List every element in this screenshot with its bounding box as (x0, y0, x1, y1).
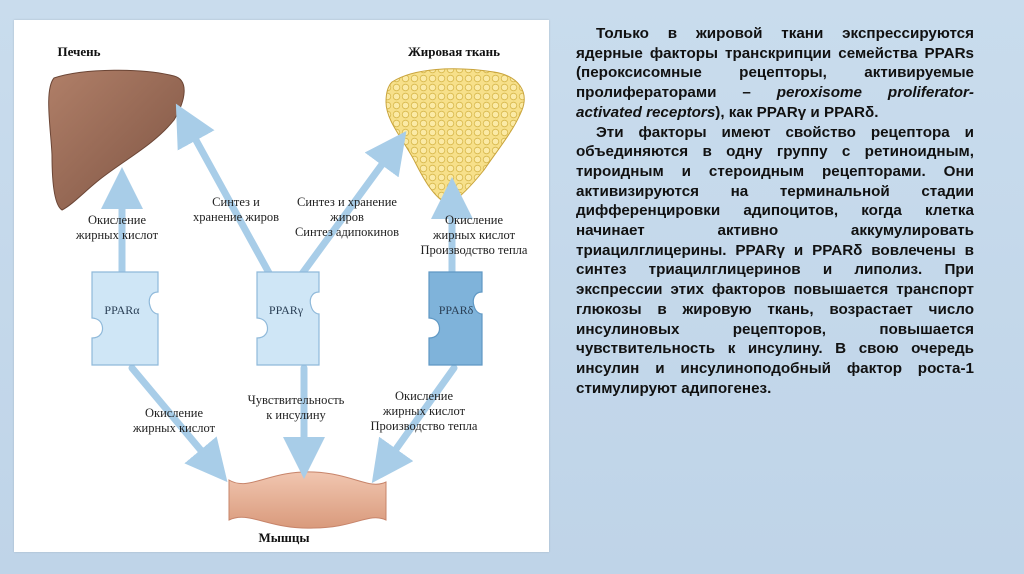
liver-title: Печень (57, 44, 100, 59)
arrow-gamma-liver (175, 103, 278, 286)
description-text: Только в жировой ткани экспрессируются я… (576, 24, 974, 398)
arrows-to-muscle (128, 364, 458, 484)
label-line: жирных кислот (432, 228, 516, 242)
label-gamma-to-liver: Синтез и хранение жиров (193, 195, 279, 224)
label-line: жиров (329, 210, 364, 224)
adipose-illustration (385, 68, 525, 206)
muscle-illustration (228, 471, 387, 529)
label-line: Окисление (445, 213, 504, 227)
label-line: Синтез и хранение (297, 195, 397, 209)
label-line: Окисление (145, 406, 204, 420)
ppar-gamma-label: PPARγ (269, 303, 304, 317)
ppar-delta-piece: PPARδ (428, 271, 483, 366)
muscle-title: Мышцы (258, 530, 309, 545)
ppar-figure-panel: Печень Жировая ткань Мышцы (14, 20, 549, 552)
ppar-diagram: Печень Жировая ткань Мышцы (48, 44, 528, 545)
paragraph-1-part-a: Только в жировой ткани экспрессируются я… (576, 25, 974, 102)
label-line: Производство тепла (421, 243, 528, 257)
arrow-alpha-muscle (128, 364, 228, 483)
label-line: хранение жиров (193, 210, 279, 224)
label-line: Синтез и (212, 195, 260, 209)
label-gamma-to-adipose: Синтез и хранение жиров Синтез адипокино… (295, 195, 399, 239)
ppar-delta-label: PPARδ (439, 303, 474, 317)
ppar-gamma-piece: PPARγ (256, 271, 320, 366)
label-line: Производство тепла (371, 419, 478, 433)
paragraph-1: Только в жировой ткани экспрессируются я… (576, 24, 974, 123)
paragraph-1-part-b: ), как PPARγ и PPARδ. (715, 103, 879, 121)
ppar-alpha-piece: PPARα (91, 271, 159, 366)
arrows-to-top (101, 103, 473, 286)
label-gamma-to-muscle: Чувствительность к инсулину (248, 393, 345, 422)
label-delta-to-muscle: Окисление жирных кислот Производство теп… (371, 389, 478, 433)
arrow-delta-muscle (371, 364, 458, 484)
paragraph-1-italic: peroxisome proliferator-activated recept… (576, 84, 974, 121)
label-line: Синтез адипокинов (295, 225, 399, 239)
label-line: Чувствительность (248, 393, 345, 407)
label-line: жирных кислот (75, 228, 159, 242)
label-alpha-to-muscle: Окисление жирных кислот (132, 406, 216, 435)
label-line: жирных кислот (132, 421, 216, 435)
adipose-title: Жировая ткань (408, 44, 500, 59)
ppar-alpha-label: PPARα (104, 303, 140, 317)
label-line: к инсулину (266, 408, 326, 422)
label-alpha-to-liver: Окисление жирных кислот (75, 213, 159, 242)
label-delta-to-adipose: Окисление жирных кислот Производство теп… (421, 213, 528, 257)
arrow-gamma-adipose (292, 131, 407, 286)
label-line: Окисление (395, 389, 454, 403)
label-line: Окисление (88, 213, 147, 227)
liver-illustration (48, 69, 185, 211)
label-line: жирных кислот (382, 404, 466, 418)
paragraph-2: Эти факторы имеют свойство рецептора и о… (576, 123, 974, 397)
